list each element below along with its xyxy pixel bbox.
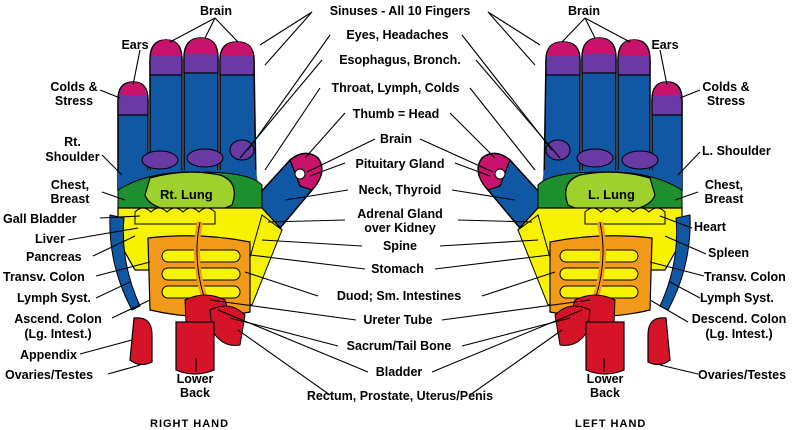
duodenum-label: Duod; Sm. Intestines [336,289,462,303]
adrenal-label-2: over Kidney [364,221,436,235]
rh-appendix-label: Appendix [20,348,77,362]
rh-ears-label: Ears [121,38,149,52]
stomach-label: Stomach [371,262,424,276]
lh-brain-label: Brain [568,4,600,18]
lh-colds-label-2: Stress [706,94,746,108]
adrenal-label-1: Adrenal Gland [357,207,443,221]
lh-lung-label: L. Lung [588,187,635,202]
esophagus-label: Esophagus, Bronch. [339,53,461,67]
right-hand-caption: RIGHT HAND [150,418,230,430]
lh-ovaries-label: Ovaries/Testes [698,368,787,382]
rh-brain-label: Brain [200,4,232,18]
rh-transv-colon-label: Transv. Colon [3,270,85,284]
pituitary-label: Pituitary Gland [355,157,445,171]
rh-chest-label-1: Chest, [50,178,90,192]
sacrum-label: Sacrum/Tail Bone [346,339,452,353]
lh-shoulder-label: L. Shoulder [702,144,771,158]
throat-label: Throat, Lymph, Colds [331,81,460,95]
lh-spleen-label: Spleen [708,246,749,260]
eyes-label: Eyes, Headaches [346,28,449,42]
lh-chest-label-2: Breast [704,192,744,206]
leader-lines [67,11,707,396]
sinuses-label: Sinuses - All 10 Fingers [329,4,471,18]
rh-colds-label-1: Colds & [50,80,98,94]
rh-shoulder-label-1: Rt. [64,135,81,149]
rh-gall-bladder-label: Gall Bladder [3,212,77,226]
left-hand [478,38,690,374]
rh-shoulder-label-2: Shoulder [45,150,100,164]
spine-label: Spine [382,239,418,253]
thumb-label: Thumb = Head [352,107,440,121]
rh-pancreas-label: Pancreas [26,250,82,264]
bladder-label: Bladder [375,365,423,379]
rh-lung-label: Rt. Lung [160,187,213,202]
lh-descend-colon-label-2: (Lg. Intest.) [705,327,773,341]
lh-lymph-label: Lymph Syst. [700,291,774,305]
right-hand [110,38,322,374]
rh-ascend-colon-label-1: Ascend. Colon [14,312,102,326]
lh-transv-colon-label: Transv. Colon [704,270,786,284]
rh-ascend-colon-label-2: (Lg. Intest.) [24,327,92,341]
lh-lower-back-label-2: Back [590,386,620,400]
brain-center-label: Brain [380,132,412,146]
lh-descend-colon-label-1: Descend. Colon [691,312,787,326]
left-hand-caption: LEFT HAND [575,418,647,430]
rh-chest-label-2: Breast [50,192,90,206]
rh-ovaries-label: Ovaries/Testes [5,368,94,382]
ureter-label: Ureter Tube [363,313,433,327]
rh-liver-label: Liver [35,232,65,246]
rh-lower-back-label-1: Lower [176,372,214,386]
rh-lymph-label: Lymph Syst. [17,291,91,305]
lh-ears-label: Ears [651,38,679,52]
neck-thyroid-label: Neck, Thyroid [358,183,442,197]
lh-heart-label: Heart [694,220,726,234]
rh-colds-label-2: Stress [54,94,94,108]
lh-lower-back-label-1: Lower [586,372,624,386]
rectum-label: Rectum, Prostate, Uterus/Penis [306,389,494,403]
lh-chest-label-1: Chest, [704,178,744,192]
lh-colds-label-1: Colds & [702,80,750,94]
rh-lower-back-label-2: Back [180,386,210,400]
